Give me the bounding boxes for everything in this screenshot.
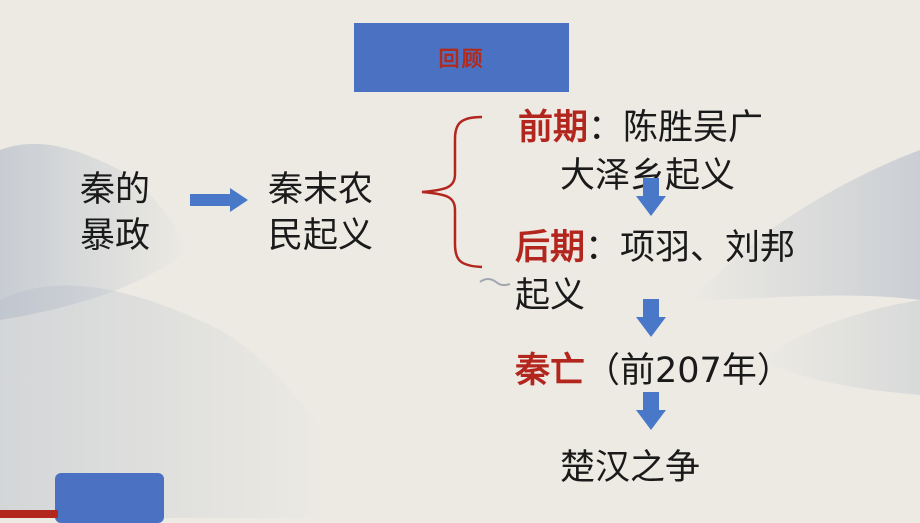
cause-line-2: 暴政	[80, 216, 151, 256]
cause-line-1: 秦的	[80, 170, 151, 210]
early-period: 前期：陈胜吴广	[518, 106, 763, 151]
late-line-1: 项羽、刘邦	[620, 228, 796, 268]
footer-red-bar	[0, 510, 58, 518]
title-box: 回顾	[354, 23, 569, 92]
uprising-line-2: 民起义	[268, 216, 374, 256]
brace-icon	[421, 115, 483, 269]
page-title: 回顾	[438, 46, 485, 71]
early-line-1: 陈胜吴广	[623, 108, 764, 148]
down-arrow-icon	[636, 392, 666, 430]
down-arrow-icon	[636, 299, 666, 337]
footer-decoration	[55, 473, 164, 523]
late-period: 后期：项羽、刘邦	[515, 226, 795, 271]
late-colon: ：	[585, 228, 621, 268]
early-label: 前期	[518, 108, 589, 148]
result-text: 楚汉之争	[560, 448, 701, 488]
right-arrow-icon	[190, 188, 248, 212]
down-arrow-icon	[636, 178, 666, 216]
fall-detail: （前207年）	[585, 351, 792, 391]
early-colon: ：	[588, 108, 624, 148]
fall-label: 秦亡	[515, 351, 586, 391]
fall-of-qin: 秦亡（前207年）	[515, 349, 792, 394]
uprising-line-1: 秦末农	[268, 170, 374, 210]
late-line-2: 起义	[515, 276, 586, 316]
late-label: 后期	[515, 228, 586, 268]
